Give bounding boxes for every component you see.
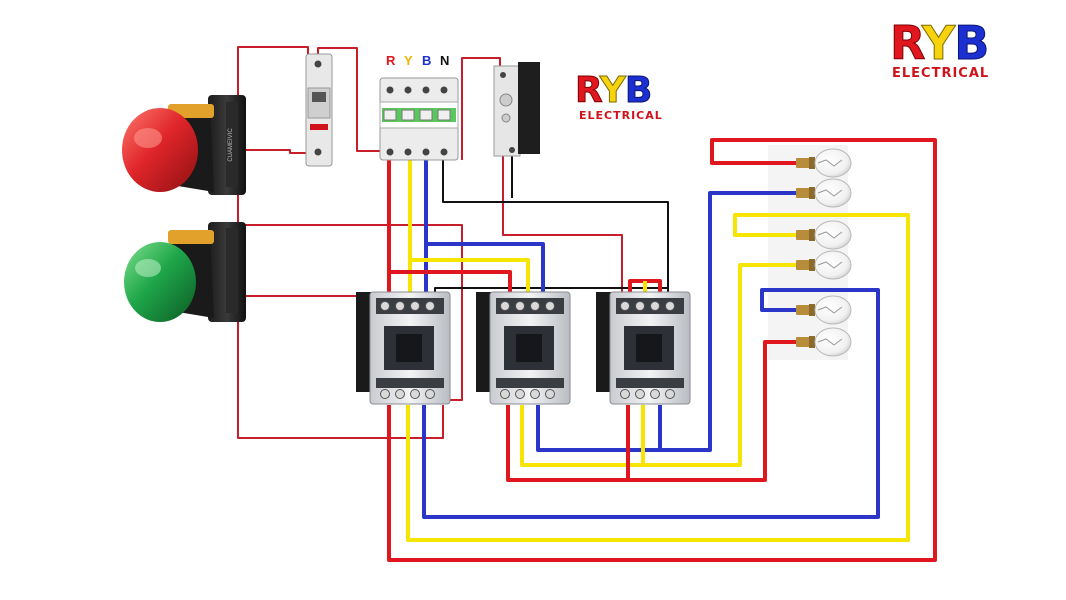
- lamp-5: [796, 295, 852, 325]
- lamp-4: [796, 250, 852, 280]
- phase-label-b: B: [422, 53, 432, 68]
- lamp-3: [796, 220, 852, 250]
- control-wire: [228, 149, 318, 154]
- phase-label-n: N: [440, 53, 450, 68]
- phase-label-y: Y: [404, 53, 413, 68]
- phase-label-r: R: [386, 53, 396, 68]
- neutral-wire: [442, 152, 669, 296]
- contactor-plunger[interactable]: [396, 334, 422, 362]
- contactor-plunger[interactable]: [636, 334, 662, 362]
- control-wire: [237, 46, 309, 160]
- contactor-1: [356, 291, 451, 405]
- blue-bus-wire: [426, 242, 545, 296]
- isolator-toggle[interactable]: [419, 109, 433, 121]
- lamp-1: [796, 148, 852, 178]
- red-load-wire: [387, 138, 937, 562]
- isolator-toggle[interactable]: [383, 109, 397, 121]
- lamp-6: [796, 327, 852, 357]
- yellow-bus-wire: [410, 258, 530, 296]
- control-wire: [502, 152, 623, 296]
- ryb-electrical-logo-secondary: RYB ELECTRICAL: [575, 70, 663, 122]
- mcb: [305, 53, 333, 167]
- blue-load-wire: [422, 288, 880, 519]
- blue-load-wire-2: [536, 191, 800, 452]
- ryb-electrical-logo: RYB ELECTRICAL: [890, 16, 990, 82]
- stop-button-cap[interactable]: [122, 108, 198, 192]
- power-wires: [387, 138, 937, 562]
- red-load-wire-2: [506, 340, 800, 482]
- isolator: [379, 77, 459, 161]
- timer-dial[interactable]: [499, 93, 513, 107]
- start-button[interactable]: [124, 222, 246, 322]
- control-wire: [228, 224, 463, 401]
- contactor-3: [596, 291, 691, 405]
- stop-button[interactable]: CUAMEIVIC: [122, 95, 246, 195]
- timer-dial[interactable]: [501, 113, 511, 123]
- yellow-load-wire: [406, 213, 910, 542]
- yellow-load-wire-2: [520, 263, 800, 467]
- svg-text:CUAMEIVIC: CUAMEIVIC: [228, 128, 234, 162]
- mcb-toggle[interactable]: [312, 92, 326, 102]
- contactor-2: [476, 291, 571, 405]
- red-bus-wire: [389, 270, 512, 296]
- timer-relay: [493, 62, 540, 157]
- contactor-plunger[interactable]: [516, 334, 542, 362]
- control-wire: [317, 47, 388, 152]
- isolator-toggle[interactable]: [437, 109, 451, 121]
- lamp-2: [796, 178, 852, 208]
- control-wire: [461, 57, 501, 160]
- isolator-toggle[interactable]: [401, 109, 415, 121]
- start-button-cap[interactable]: [124, 242, 196, 322]
